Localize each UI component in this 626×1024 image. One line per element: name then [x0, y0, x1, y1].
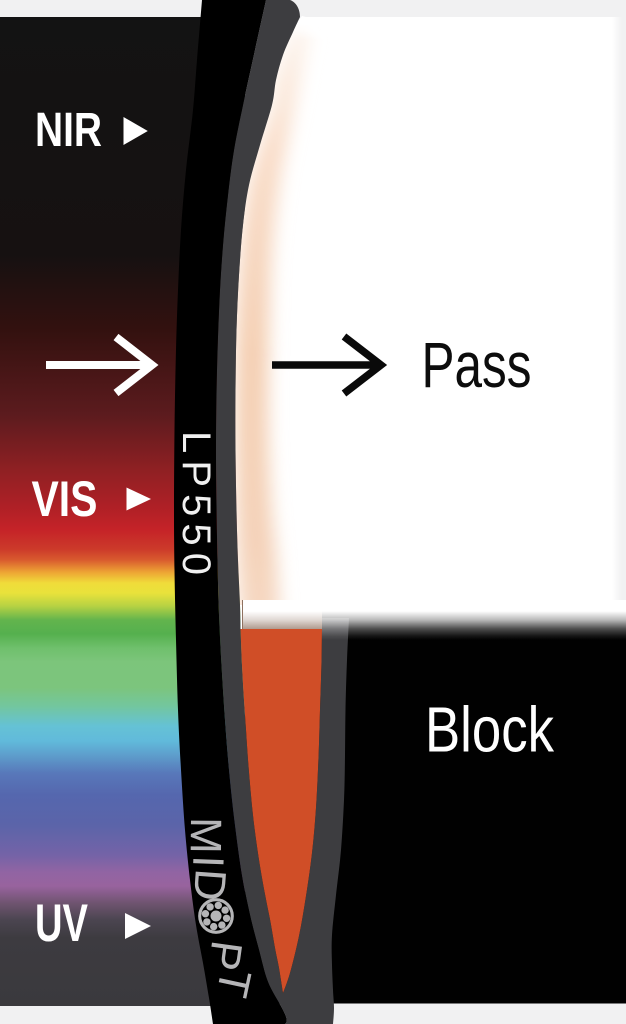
svg-text:VIS: VIS	[32, 471, 98, 527]
svg-text:UV: UV	[35, 894, 88, 953]
svg-text:NIR: NIR	[35, 104, 102, 157]
svg-text:I: I	[183, 855, 232, 869]
svg-text:D: D	[184, 867, 235, 902]
svg-text:Pass: Pass	[422, 329, 532, 401]
svg-text:Block: Block	[425, 694, 555, 766]
svg-text:M: M	[181, 817, 230, 854]
svg-text:LP550: LP550	[174, 431, 218, 575]
svg-text:P: P	[199, 938, 252, 974]
